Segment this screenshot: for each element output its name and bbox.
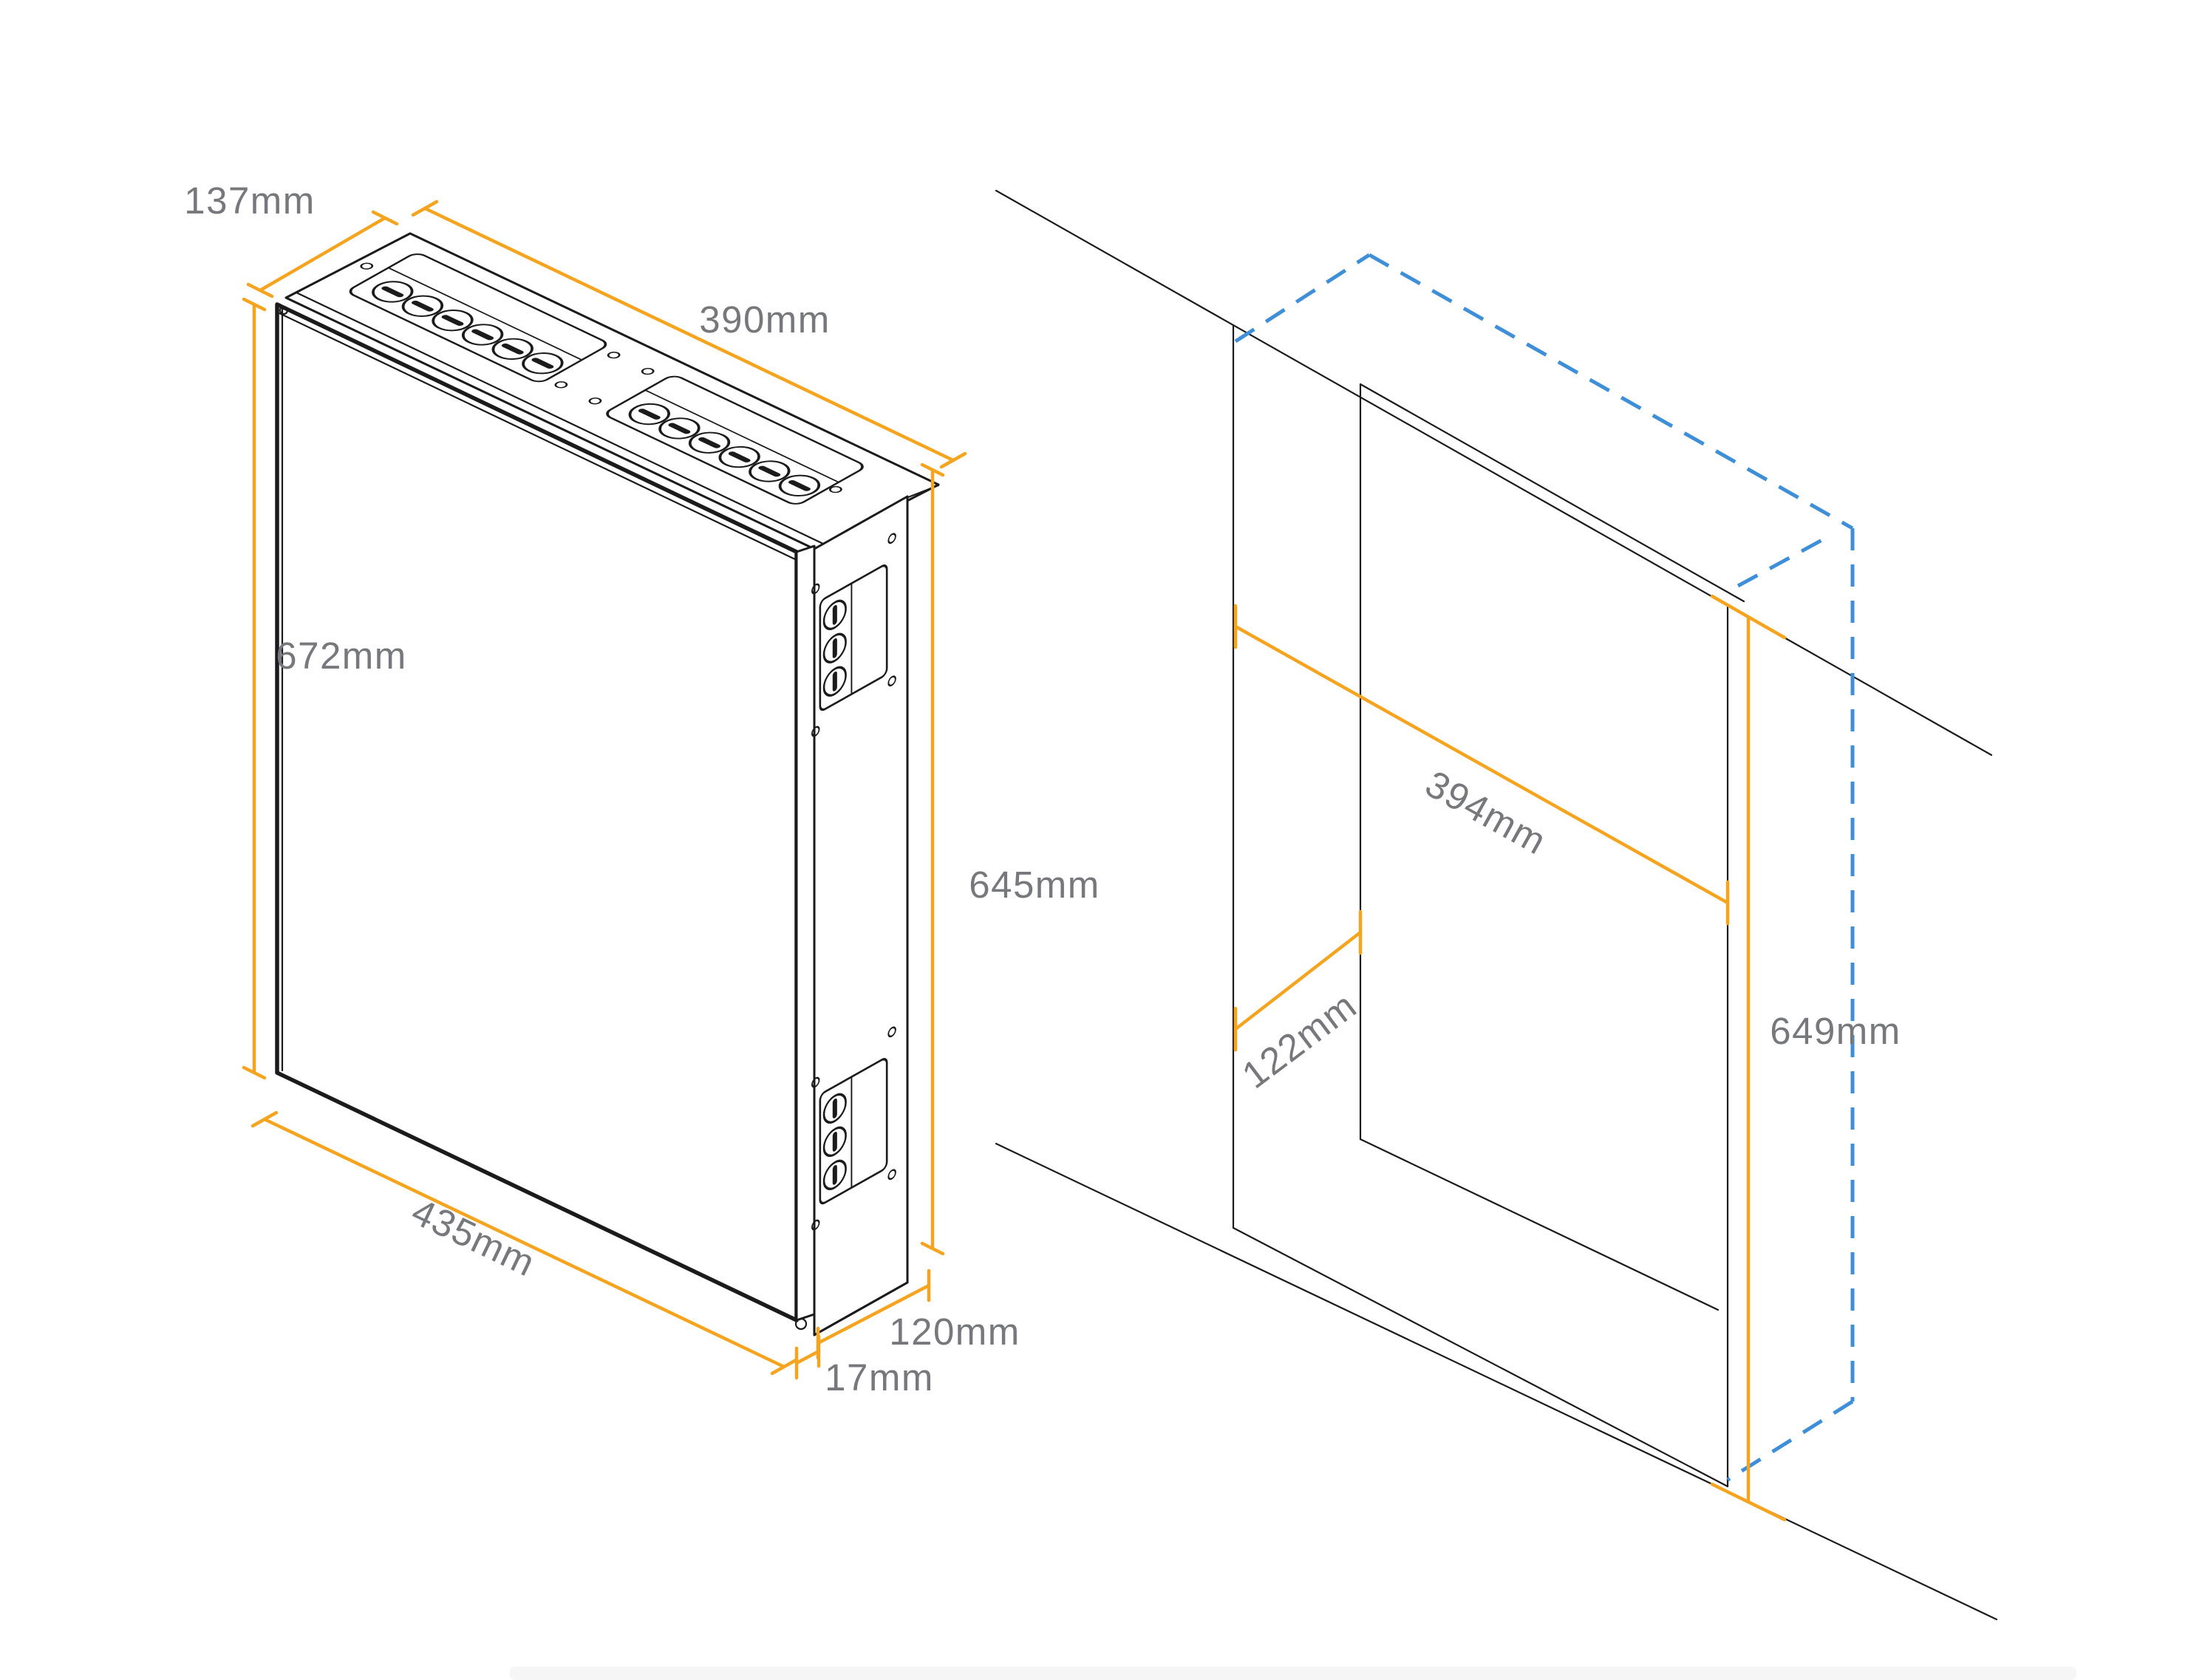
wall-niche-view: 394mm 122mm 649mm	[995, 189, 1998, 1621]
side-screw-icons	[811, 1026, 896, 1231]
dim-label-depth-body: 120mm	[889, 1311, 1020, 1353]
dim-label-width-top: 390mm	[699, 298, 831, 341]
dim-label-width-bottom: 435mm	[406, 1190, 542, 1285]
dim-door-thickness-17: 17mm	[794, 1334, 934, 1399]
wall-outline	[995, 189, 1998, 1621]
dim-label-height-side: 645mm	[969, 864, 1100, 906]
side-screw-icons	[811, 533, 896, 737]
dim-niche-width-394: 394mm	[1233, 604, 1730, 926]
dim-depth-body-120: 120mm	[816, 1268, 1020, 1360]
dim-depth-total-137: 137mm	[184, 180, 399, 298]
dim-label-niche-height: 649mm	[1770, 1010, 1901, 1052]
lock-cylinder-icons	[372, 281, 564, 375]
cabinet-side-face	[813, 495, 909, 1336]
top-lock-panel-left	[349, 253, 607, 383]
top-lock-panel-right	[606, 375, 864, 505]
dim-height-side-645: 645mm	[920, 462, 1100, 1256]
dim-label-depth-total: 137mm	[184, 180, 316, 222]
side-lock-panel-upper	[811, 533, 896, 737]
dim-niche-height-649: 649mm	[1710, 594, 1901, 1522]
dim-width-top-390: 390mm	[411, 199, 967, 469]
dim-height-front-672: 672mm	[242, 297, 407, 1080]
dim-label-niche-depth: 122mm	[1234, 984, 1364, 1096]
lock-cylinder-icons	[822, 599, 847, 697]
lock-cylinder-icons	[628, 403, 821, 496]
dim-label-height-front: 672mm	[276, 635, 407, 677]
side-lock-panel-lower	[811, 1026, 896, 1231]
dim-label-door-thickness: 17mm	[825, 1356, 934, 1399]
lock-cylinder-icons	[822, 1093, 847, 1190]
top-screw-icons	[360, 262, 842, 494]
recess-hidden-outline	[1234, 253, 1855, 1482]
cabinet-bottom-edge	[813, 1281, 909, 1336]
top-lock-panels	[349, 253, 864, 505]
door-foot-icon	[794, 1317, 808, 1331]
cabinet-door-edge	[794, 544, 816, 1331]
dim-niche-depth-122: 122mm	[1233, 909, 1365, 1096]
cabinet-isometric-view: 137mm 390mm 672mm 435mm 645mm	[184, 180, 1100, 1399]
dim-label-niche-width: 394mm	[1419, 762, 1554, 863]
hinge-pin-icon	[279, 305, 289, 315]
cabinet-top-face	[284, 232, 940, 550]
side-lock-panels	[811, 533, 896, 1231]
footer-strip	[510, 1667, 2076, 1680]
